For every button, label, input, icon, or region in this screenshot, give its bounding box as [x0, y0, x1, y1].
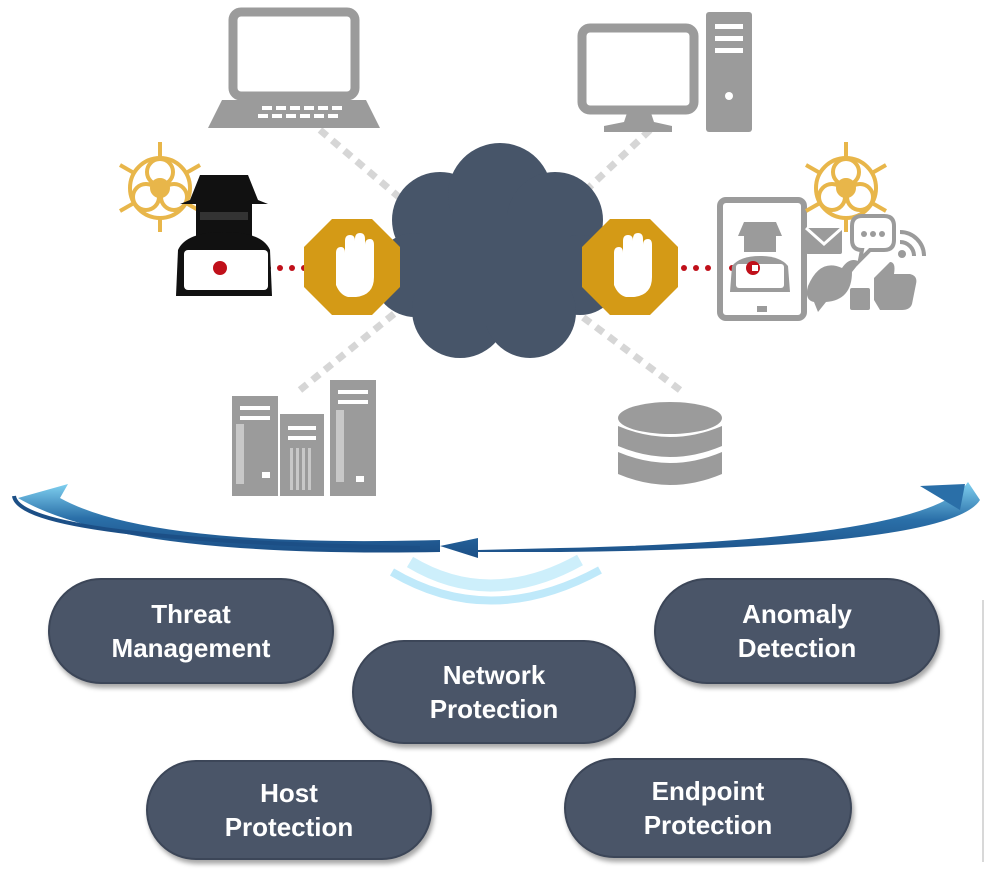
tablet-hacker-icon	[717, 197, 807, 321]
stop-hand-icon	[304, 219, 400, 315]
connector-laptop	[317, 127, 423, 218]
cloud-icon	[373, 143, 620, 358]
biohazard-icon	[119, 142, 201, 232]
social-icons	[805, 214, 926, 312]
chat-bubble-icon	[850, 214, 896, 267]
desktop-icon	[577, 12, 752, 132]
bird-icon	[806, 260, 860, 312]
capability-line2: Detection	[737, 633, 857, 663]
connector-database	[577, 312, 683, 393]
biohazard-icon	[805, 142, 887, 232]
laptop-icon	[208, 7, 380, 128]
database-icon	[618, 402, 722, 485]
connector-servers	[297, 302, 408, 393]
capability-line1: Endpoint	[651, 776, 765, 806]
capability-network-protection: Network Protection	[352, 640, 636, 744]
capability-line1: Host	[260, 778, 318, 808]
capability-line2: Protection	[224, 812, 354, 842]
capability-line2: Management	[111, 633, 271, 663]
server-rack-icon	[232, 380, 376, 496]
capability-line1: Anomaly	[742, 599, 852, 629]
hacker-icon	[176, 175, 272, 296]
stop-hand-icon	[582, 219, 678, 315]
thumbs-up-icon	[874, 262, 917, 310]
capability-host-protection: Host Protection	[146, 760, 432, 860]
capability-anomaly-detection: Anomaly Detection	[654, 578, 940, 684]
capability-line2: Protection	[429, 694, 559, 724]
capability-threat-management: Threat Management	[48, 578, 334, 684]
capability-line2: Protection	[643, 810, 773, 840]
capability-line1: Threat	[151, 599, 231, 629]
capability-endpoint-protection: Endpoint Protection	[564, 758, 852, 858]
cycle-arrow-icon	[12, 482, 980, 605]
square-icon	[850, 288, 870, 310]
rss-icon	[899, 230, 926, 257]
edge-divider	[982, 600, 984, 862]
capability-line1: Network	[442, 660, 546, 690]
